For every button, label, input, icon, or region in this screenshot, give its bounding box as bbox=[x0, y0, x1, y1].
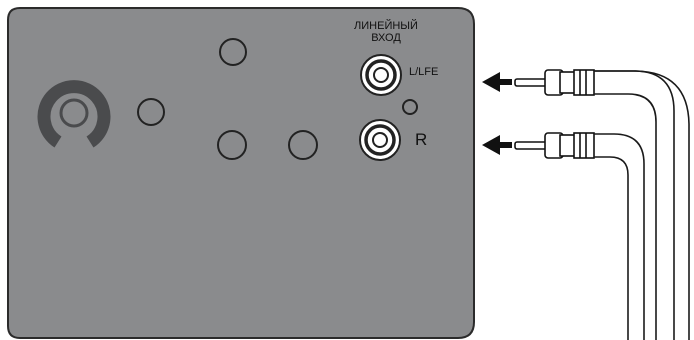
panel-knob-top bbox=[219, 38, 247, 66]
audio-cable-lower bbox=[594, 133, 645, 340]
jack-lfe-label: L/LFE bbox=[409, 66, 439, 78]
panel-knob-small bbox=[137, 98, 165, 126]
rca-plug-icon bbox=[514, 132, 595, 159]
ring-logo-icon bbox=[37, 80, 111, 148]
rca-plug-icon bbox=[514, 69, 595, 96]
line-in-title-line2: ВХОД bbox=[371, 32, 401, 44]
panel-knob-bottom-left bbox=[217, 130, 247, 160]
jack-r-label: R bbox=[415, 130, 428, 149]
jack-r[interactable] bbox=[359, 119, 401, 161]
jack-lfe[interactable] bbox=[360, 54, 402, 96]
panel-led-indicator bbox=[402, 99, 418, 115]
panel-knob-bottom-right bbox=[288, 130, 318, 160]
device-panel bbox=[7, 7, 475, 339]
arrow-left-icon bbox=[482, 135, 512, 155]
arrow-left-icon bbox=[482, 72, 512, 92]
line-in-title-line1: ЛИНЕЙНЫЙ bbox=[354, 20, 418, 32]
audio-cable-upper bbox=[594, 70, 690, 340]
